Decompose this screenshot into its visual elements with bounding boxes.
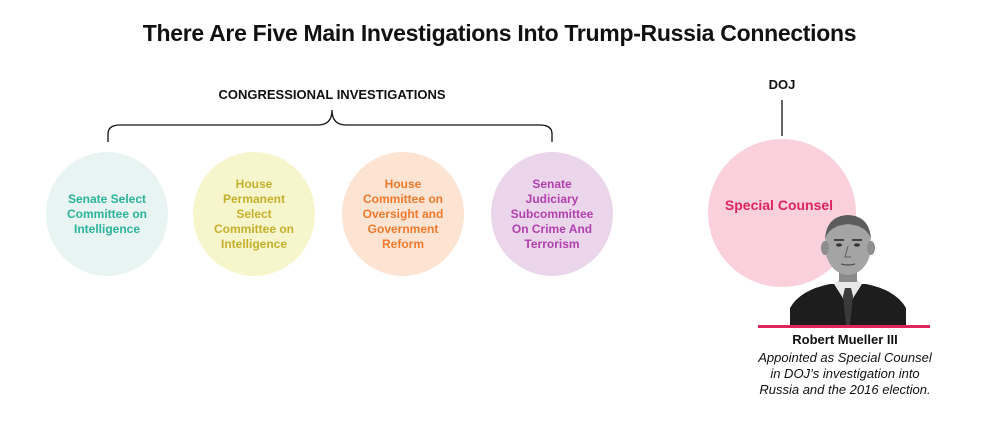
person-name: Robert Mueller III	[792, 332, 898, 347]
person-caption: Appointed as Special Counsel in DOJ’s in…	[700, 350, 990, 398]
hair	[825, 215, 871, 240]
caption-line: Russia and the 2016 election.	[759, 382, 931, 397]
caption-line: Appointed as Special Counsel	[758, 350, 932, 365]
caption-line: in DOJ’s investigation into	[770, 366, 920, 381]
node-label: House Committee on Oversight and Governm…	[362, 176, 444, 251]
senate-intel-node: Senate Select Committee on Intelligence	[46, 152, 168, 276]
node-label: Senate Judiciary Subcommittee On Crime A…	[510, 176, 594, 251]
senate-judiciary-node: Senate Judiciary Subcommittee On Crime A…	[491, 152, 613, 276]
node-label: House Permanent Select Committee on Inte…	[213, 176, 294, 251]
node-label: Special Counsel	[724, 197, 834, 213]
house-intel-node: House Permanent Select Committee on Inte…	[193, 152, 315, 276]
doj-group-label: DOJ	[768, 77, 796, 92]
mueller-portrait	[790, 215, 906, 325]
name-underline	[758, 325, 930, 328]
tie	[843, 288, 853, 325]
house-oversight-node: House Committee on Oversight and Governm…	[342, 152, 464, 276]
node-label: Senate Select Committee on Intelligence	[66, 191, 147, 236]
chart-title: There Are Five Main Investigations Into …	[142, 20, 857, 46]
congressional-group-label: CONGRESSIONAL INVESTIGATIONS	[218, 87, 446, 102]
congress-bracket	[107, 109, 553, 142]
